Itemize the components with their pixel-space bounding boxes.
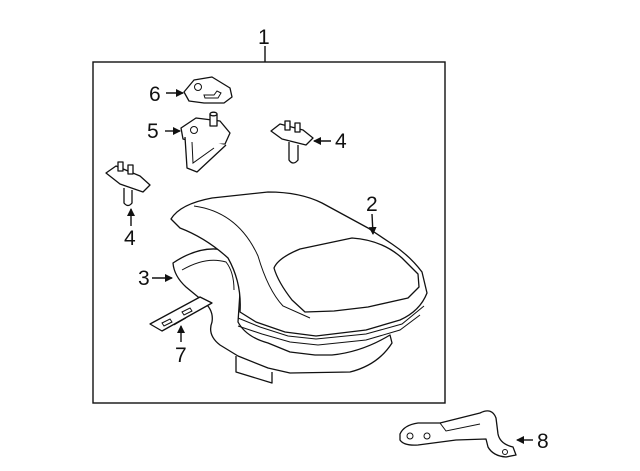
part-6-plate <box>183 76 233 104</box>
part-8-bracket <box>399 410 517 458</box>
callout-4-left: 4 <box>124 227 136 250</box>
part-7-strip <box>149 296 213 332</box>
callout-6: 6 <box>149 83 161 106</box>
part-4-hinge-right <box>270 120 314 164</box>
callout-4-right: 4 <box>335 130 347 153</box>
callout-1: 1 <box>258 26 270 49</box>
callout-5: 5 <box>147 120 159 143</box>
part-3-inner-frame <box>172 248 393 384</box>
callout-7: 7 <box>175 344 187 367</box>
callout-3: 3 <box>138 267 150 290</box>
part-4-hinge-left <box>105 161 151 207</box>
callout-8: 8 <box>537 430 549 453</box>
callout-2-arrow <box>368 213 377 235</box>
callout-2: 2 <box>366 193 378 216</box>
part-2-boot-lid <box>170 191 428 346</box>
assembly-frame <box>92 61 446 404</box>
part-5-bracket <box>180 111 231 173</box>
